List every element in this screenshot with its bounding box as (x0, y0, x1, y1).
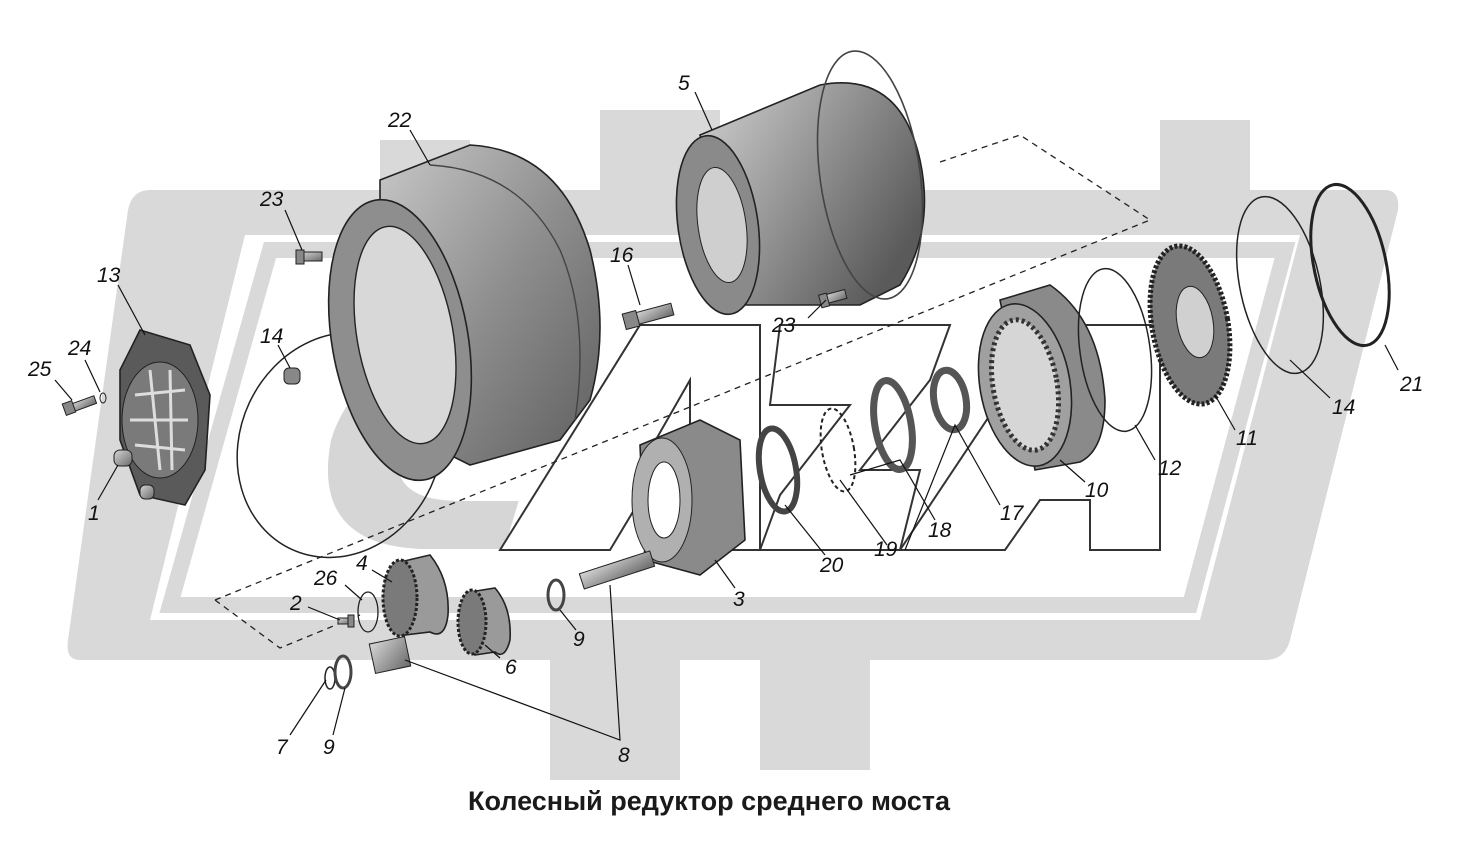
callout-13: 13 (97, 264, 121, 287)
watermark-tooth-bottom (550, 660, 680, 780)
callout-20: 20 (819, 554, 844, 577)
callout-14-left: 14 (260, 325, 283, 348)
part-1-plug-b (139, 484, 155, 500)
callout-2: 2 (289, 592, 302, 615)
callout-4: 4 (356, 552, 368, 575)
leader-lines (54, 91, 1399, 741)
callout-17: 17 (1000, 502, 1025, 525)
part-8-pin (578, 550, 656, 590)
part-7-ring (324, 666, 336, 690)
part-14-ring-right (1235, 195, 1325, 375)
part-20-ring (755, 425, 801, 515)
part-21-ring (1309, 182, 1391, 348)
part-5-hub (675, 50, 926, 316)
watermark-tooth-bottom-right (760, 660, 870, 770)
part-6-gear (456, 587, 512, 656)
diagram-title: Колесный редуктор среднего моста (468, 786, 950, 816)
watermark-tooth-right (1160, 120, 1250, 200)
part-23-bolt-a (295, 249, 323, 265)
part-4-gear (381, 554, 449, 638)
part-3-carrier (631, 419, 746, 576)
assembly-axis (214, 134, 1152, 649)
callout-22: 22 (387, 109, 412, 132)
part-17-bushing (929, 366, 971, 434)
callout-16: 16 (610, 244, 634, 267)
callout-7: 7 (276, 736, 289, 759)
part-11-gear (1147, 243, 1233, 407)
callout-14-right: 14 (1332, 396, 1355, 419)
callout-10: 10 (1085, 479, 1109, 502)
callout-23-right: 23 (771, 314, 796, 337)
callout-6: 6 (505, 656, 517, 679)
part-16-bolt (621, 302, 675, 331)
watermark-frame (159, 242, 1296, 613)
part-12-ring (1077, 267, 1153, 433)
callout-23-left: 23 (259, 188, 284, 211)
part-24-washer (99, 392, 107, 404)
part-19-washer (819, 407, 857, 493)
callout-18: 18 (928, 519, 952, 542)
callout-9-center: 9 (573, 628, 585, 651)
callout-19: 19 (874, 538, 898, 561)
part-26-ring (357, 591, 379, 633)
part-9-washer-a (333, 654, 353, 690)
callout-25: 25 (27, 358, 52, 381)
callout-21: 21 (1399, 373, 1423, 396)
callout-8: 8 (618, 744, 630, 767)
callout-9-lower-left: 9 (323, 736, 335, 759)
part-22-drum (327, 144, 601, 482)
part-18-bearing (870, 377, 916, 473)
part-1-plug (113, 449, 133, 467)
part-8-needle-bearing (368, 635, 412, 675)
part-14-nipple (283, 367, 301, 385)
part-25-bolt (61, 395, 98, 416)
callout-3: 3 (733, 588, 745, 611)
callout-5: 5 (678, 72, 690, 95)
callout-11: 11 (1236, 427, 1258, 450)
part-13-cover (119, 329, 211, 506)
callout-24: 24 (67, 337, 91, 360)
callout-26: 26 (313, 567, 338, 590)
part-10-ring-gear (977, 284, 1106, 471)
callout-labels: 25 24 13 1 14 23 22 16 5 23 26 4 2 6 7 9… (27, 72, 1423, 767)
callout-12: 12 (1158, 457, 1182, 480)
callout-1: 1 (88, 502, 100, 525)
axis-dashed-line-lower (214, 599, 361, 649)
part-2-screw (337, 614, 355, 628)
part-9-washer-b (546, 578, 566, 612)
